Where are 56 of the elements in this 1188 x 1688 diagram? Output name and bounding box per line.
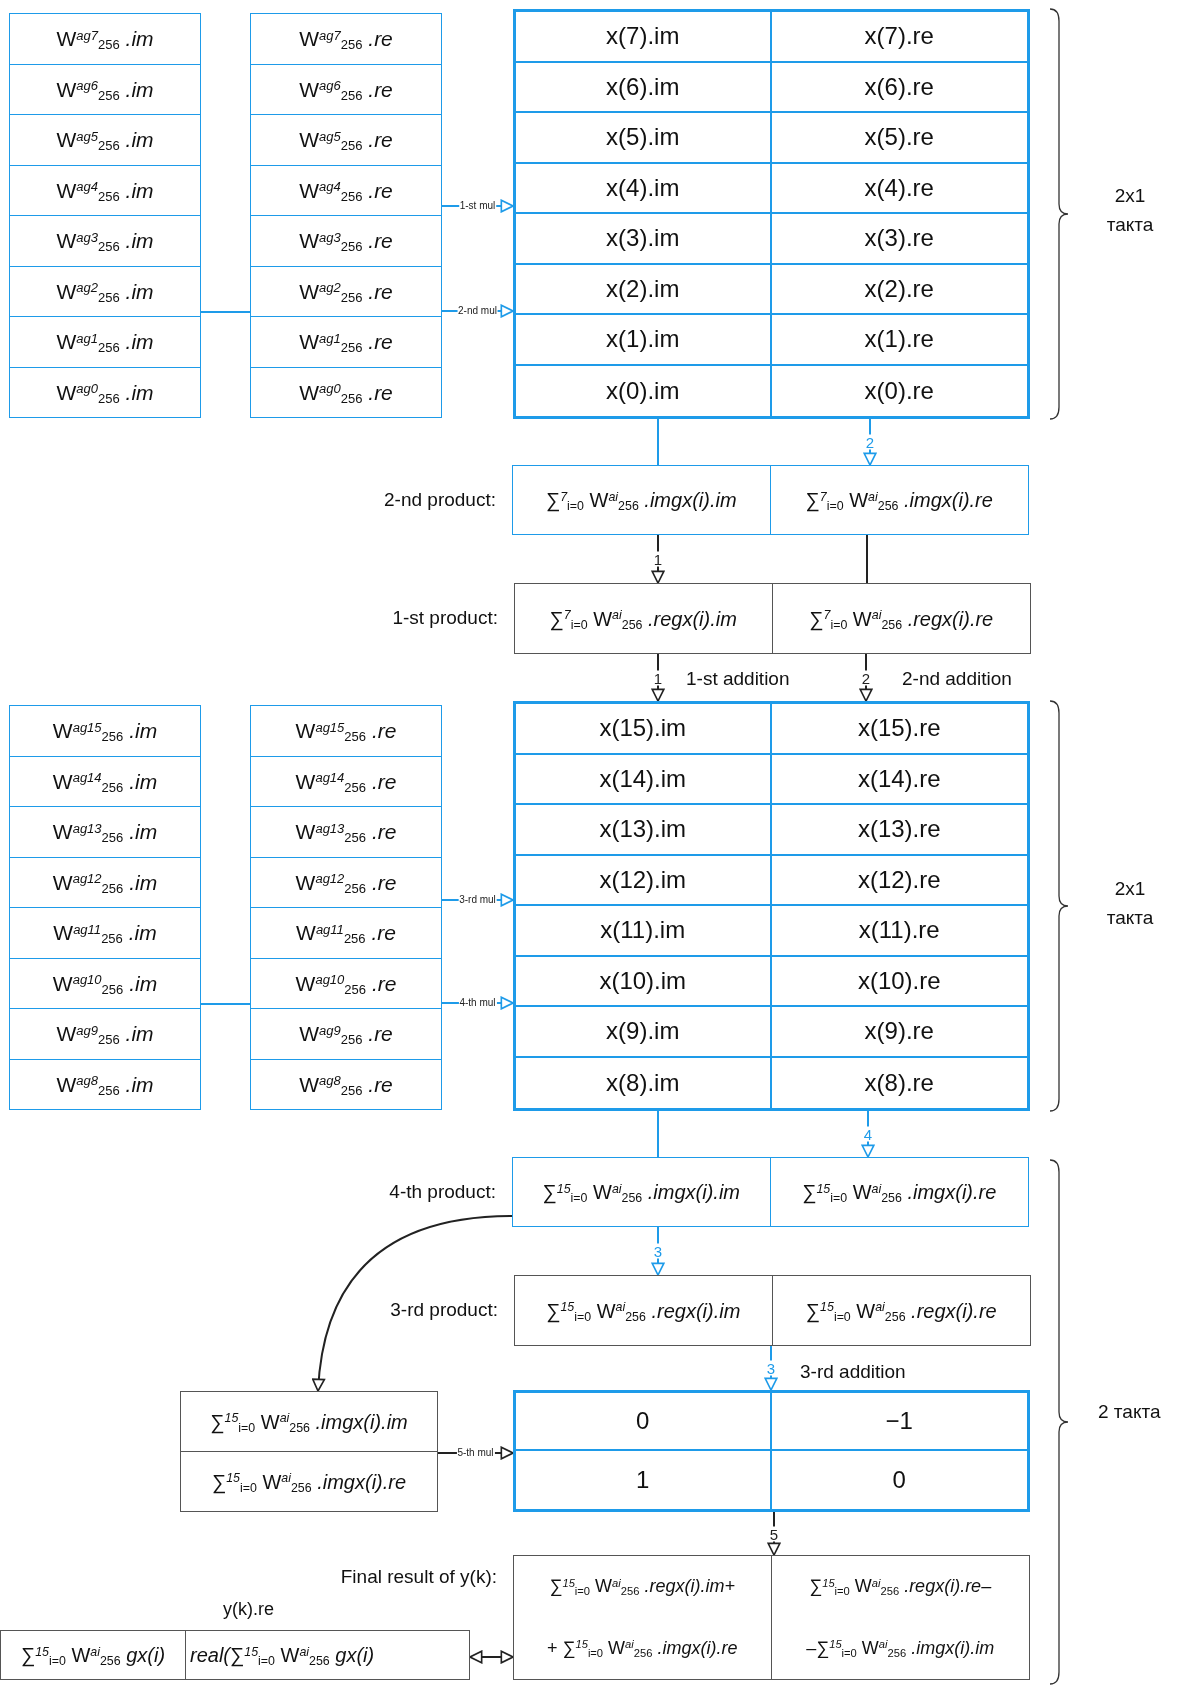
- row-heading: 3-rd product:: [390, 1298, 498, 1323]
- edge-label: 1: [652, 551, 664, 567]
- edge-label: 4-th mul: [458, 998, 497, 1008]
- arrow: [469, 1650, 514, 1664]
- table-cell: x(3).im: [516, 214, 772, 265]
- edge-label: 4: [862, 1126, 874, 1142]
- annotation-label: 1-st addition: [686, 667, 790, 691]
- row-heading: 2-nd product:: [384, 487, 496, 512]
- row-heading: 1-st product:: [392, 606, 498, 631]
- row-heading: 4-th product:: [389, 1179, 496, 1204]
- row-heading: Final result of y(k):: [340, 1565, 497, 1589]
- table-cell: x(10).im: [516, 956, 772, 1007]
- connector-line: [657, 1110, 659, 1158]
- edge-label: 3: [765, 1360, 777, 1376]
- table-cell: x(13).im: [516, 805, 772, 856]
- connector-line: [866, 534, 868, 584]
- edge-label: 3: [652, 1243, 664, 1259]
- annotation-label: 2x1 такта: [1105, 184, 1155, 237]
- arrow: [767, 1511, 781, 1556]
- data-table: [513, 9, 1030, 419]
- matrix-table: [513, 1390, 1030, 1512]
- arrow: [312, 1215, 513, 1392]
- annotation-label: 2x1 такта: [1105, 877, 1155, 930]
- data-table: [513, 701, 1030, 1111]
- coefficient-column: [9, 705, 201, 1110]
- edge-label: 5-th mul: [456, 1448, 495, 1458]
- edge-label: 1-st mul: [458, 201, 497, 211]
- coefficient-column: [250, 13, 442, 418]
- coefficient-column: [250, 705, 442, 1110]
- annotation-label: 2 такта: [1098, 1400, 1161, 1424]
- edge-label: 5: [768, 1526, 780, 1541]
- connector-line: [200, 311, 251, 313]
- table-cell: x(5).im: [516, 113, 772, 164]
- table-cell: x(4).im: [516, 163, 772, 214]
- edge-label: 2: [864, 434, 876, 450]
- table-cell: x(9).im: [516, 1007, 772, 1058]
- edge-label: 2: [860, 670, 872, 685]
- connector-line: [657, 418, 659, 466]
- table-cell: x(11).im: [516, 906, 772, 957]
- annotation-label: 2-nd addition: [902, 667, 1012, 691]
- edge-label: 3-rd mul: [458, 895, 497, 905]
- table-cell: x(14).im: [516, 754, 772, 805]
- annotation-label: 3-rd addition: [800, 1360, 906, 1384]
- table-cell: 0: [516, 1393, 772, 1451]
- table-cell: x(1).im: [516, 315, 772, 366]
- result-label: y(k).re: [223, 1599, 274, 1619]
- coefficient-column: [9, 13, 201, 418]
- table-cell: x(6).im: [516, 62, 772, 113]
- table-cell: x(12).im: [516, 855, 772, 906]
- table-cell: x(2).im: [516, 264, 772, 315]
- connector-line: [200, 1003, 251, 1005]
- table-cell: x(7).im: [516, 12, 772, 63]
- edge-label: 2-nd mul: [457, 306, 498, 316]
- table-cell: x(15).im: [516, 704, 772, 755]
- edge-label: 1: [652, 670, 664, 685]
- product-table: [180, 1391, 438, 1512]
